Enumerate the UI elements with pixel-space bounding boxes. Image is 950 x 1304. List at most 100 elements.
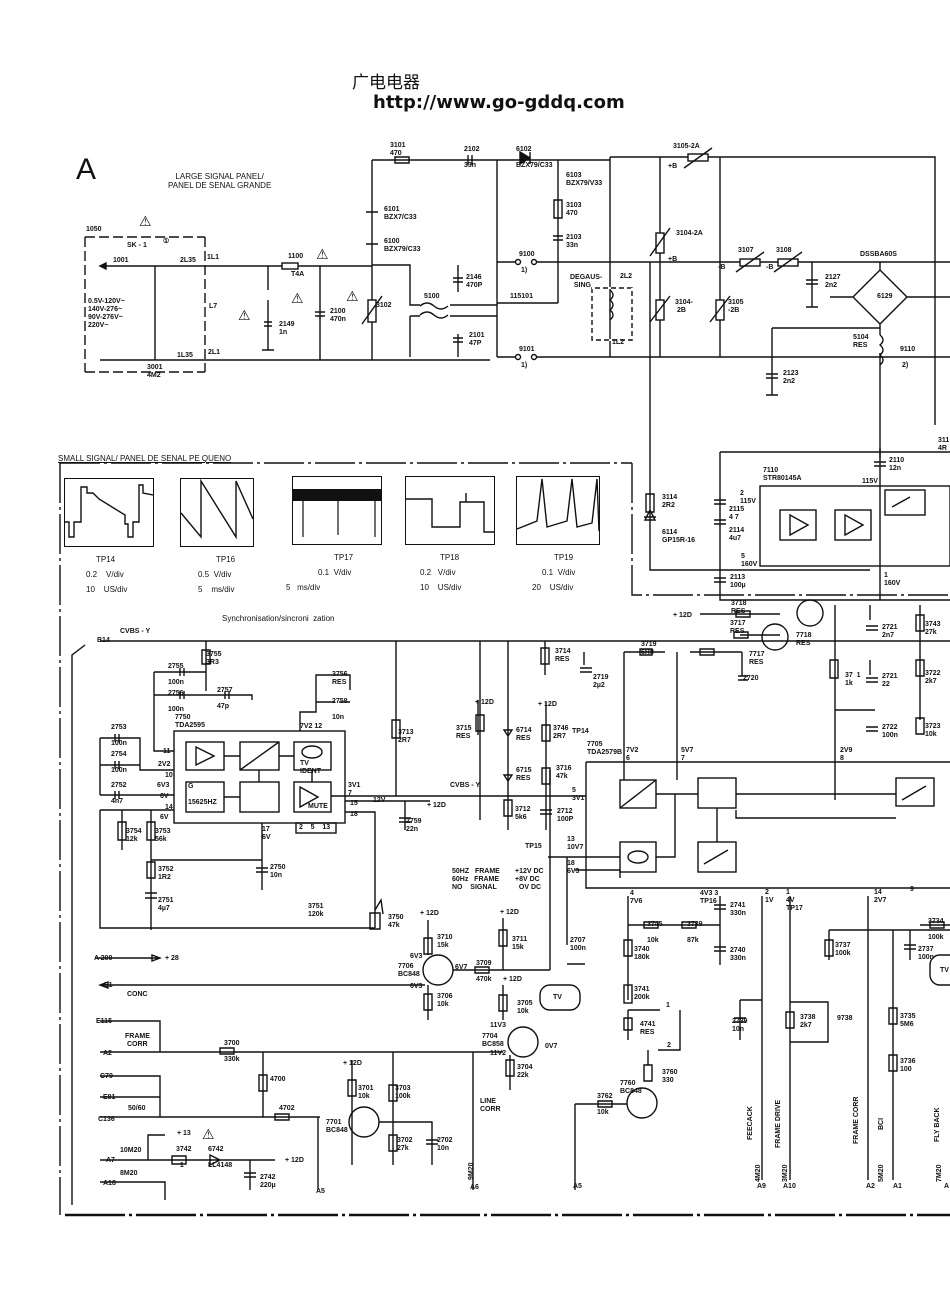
scope-caption-tp19: TP19 0.1 V/div 20 US/div	[532, 550, 575, 595]
warning-icon: ⚠	[202, 1126, 215, 1142]
label-l2721a: 2721 2n7	[882, 624, 898, 639]
label-c79: C79	[100, 1073, 113, 1080]
label-feedback: FEECACK	[747, 1106, 754, 1140]
label-l1L35: 1L35	[177, 352, 193, 359]
header-title: 广电电器	[352, 73, 420, 93]
label-a1: A1	[893, 1183, 902, 1190]
label-a18: A18	[103, 1180, 116, 1187]
label-l2753: 2753 100n	[111, 724, 127, 747]
label-framedrive: FRAME DRIVE	[775, 1099, 782, 1148]
label-l2719: 2719 2µ2	[593, 674, 609, 689]
label-v6v3a: 6V3	[410, 953, 423, 960]
label-l2110: 2110 12n	[889, 457, 905, 472]
label-a7: A7	[106, 1157, 115, 1164]
label-p7v2: 7V2 6	[626, 747, 639, 762]
label-l3752: 3752 1R2	[158, 866, 174, 881]
label-l2751: 2751 4µ7	[158, 897, 174, 912]
label-a2b: A2	[866, 1183, 875, 1190]
label-p4: 4 7V6	[630, 890, 643, 905]
label-p15: 15	[350, 800, 358, 807]
label-l3746: 3746 2R7	[553, 725, 569, 740]
label-m4m20: 4M20	[755, 1164, 762, 1182]
label-l1L2: 1L2	[612, 339, 625, 346]
label-l3718: 3718 RES	[731, 600, 747, 615]
label-m10m20: 10M20	[120, 1147, 142, 1154]
label-l6742: 6742 LL4148	[208, 1146, 233, 1169]
label-l3712: 3712 5k6	[515, 806, 531, 821]
label-a5b: A5	[573, 1183, 582, 1190]
label-dcv: +12V DC +8V DC OV DC	[515, 868, 544, 891]
waveform-tp16	[181, 479, 253, 540]
tdiv-label: 5 ms/div	[198, 585, 235, 594]
label-l2758: 2758 10n	[332, 698, 348, 721]
vdiv-label: 0.5 V/div	[198, 570, 232, 579]
label-l2L1: 2L1	[208, 349, 221, 356]
label-p12d8: + 12D	[343, 1060, 362, 1067]
label-p12d9: + 12D	[285, 1157, 304, 1164]
label-l4741: 4741 RES	[640, 1021, 656, 1036]
label-l3701: 3701 10k	[358, 1085, 374, 1100]
label-l3713: 3713 2R7	[398, 729, 414, 744]
label-b14: B14	[97, 637, 110, 644]
label-l1001: 1001	[113, 257, 129, 264]
scope-tp14	[64, 478, 154, 547]
label-l3716: 3716 47k	[556, 765, 572, 780]
label-l3104b: 3104- 2B	[675, 299, 693, 314]
label-l7705: 7705 TDA2579B	[587, 741, 623, 756]
label-l3737: 3737 100k	[835, 942, 851, 957]
label-l7760: 7760 BC848	[620, 1080, 642, 1095]
label-l3717: 3717 RES	[730, 620, 746, 635]
tda2579b-wiring	[475, 599, 950, 945]
label-bci: BCI	[878, 1117, 885, 1130]
scope-caption-tp17: TP17 0.1 V/div 5 ms/div	[286, 550, 353, 595]
label-e115: E115	[96, 1018, 112, 1025]
label-p1: 1 4V TP17	[786, 889, 803, 912]
label-a200: A 200	[94, 955, 113, 962]
label-l9738: 9738	[837, 1015, 853, 1022]
label-a9: A9	[757, 1183, 766, 1190]
label-e81: E81	[103, 1094, 116, 1101]
label-p5v7: 5V7 7	[681, 747, 694, 762]
header-url[interactable]: http://www.go-gddq.com	[373, 92, 625, 113]
label-lL7: L7	[209, 303, 218, 310]
label-l3105b: 3105 -2B	[728, 299, 744, 314]
label-l3711b: 37 1 1k	[845, 672, 861, 687]
label-p17: 17 6V	[262, 826, 271, 841]
label-m5m20: 5M20	[878, 1164, 885, 1182]
sync-title: Synchronisation/sincroni zation	[222, 614, 335, 623]
label-l2739: 2739 10n	[732, 1018, 748, 1033]
label-p12d5: + 12D	[420, 910, 439, 917]
label-l7110: 7110 STR80145A	[763, 467, 802, 482]
scope-tp18	[405, 476, 495, 545]
label-sw1: 1	[666, 1002, 670, 1009]
label-l3706: 3706 10k	[437, 993, 453, 1008]
label-circ1: ①	[163, 238, 170, 245]
label-e1: E1	[104, 982, 113, 989]
label-l3750: 3750 47k	[388, 914, 404, 929]
label-mains: 0.5V-120V~ 140V-276~ 90V-276V~ 220V~	[88, 298, 125, 329]
label-l3103: 3103 470	[566, 202, 582, 217]
label-l1050: 1050	[86, 226, 102, 233]
label-l3738: 3738 2k7	[800, 1014, 816, 1029]
label-sk1: SK - 1	[127, 242, 147, 249]
label-l3714: 3714 RES	[555, 648, 571, 663]
label-l3736: 3736 100	[900, 1058, 916, 1073]
scope-tp16	[180, 478, 254, 547]
label-l2720: 2720	[743, 675, 759, 682]
label-p12d7: + 12D	[503, 976, 522, 983]
label-l2759: 2759 22n	[406, 818, 422, 833]
label-l6101: 6101 BZX7/C33	[384, 206, 417, 221]
vdiv-label: 0.1 V/div	[318, 568, 352, 577]
label-mute: MUTE	[308, 803, 328, 810]
label-dssba: DSSBA60S	[860, 251, 897, 258]
waveform-tp14	[65, 484, 153, 538]
label-l3114: 3114 2R2	[662, 494, 678, 509]
label-l7750: 7750 TDA2595	[175, 714, 205, 729]
label-p2v9: 2V9 8	[840, 747, 853, 762]
label-m7m20: 7M20	[936, 1164, 943, 1182]
label-p3v1: 3V1 7	[348, 782, 361, 797]
label-v7v2: 7V2 12	[300, 723, 323, 730]
label-conc: CONC	[127, 991, 148, 998]
label-l2754: 2754 100n	[111, 751, 127, 774]
